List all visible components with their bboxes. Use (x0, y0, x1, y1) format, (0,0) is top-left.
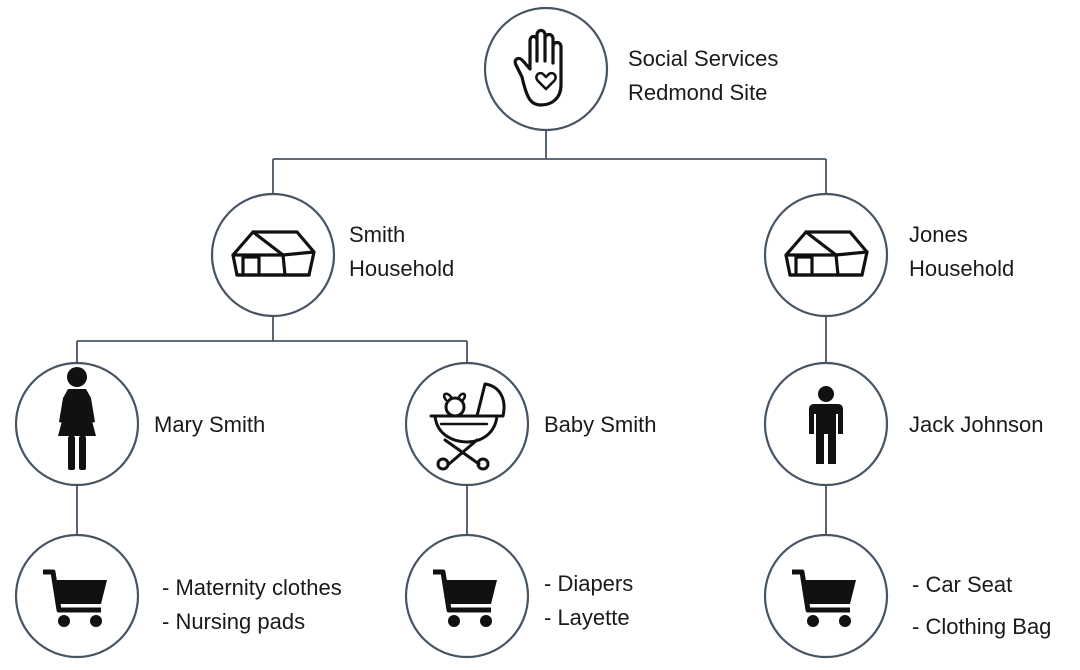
shopping-cart-icon (792, 569, 856, 627)
items-list-jack: - Car Seat - Clothing Bag (912, 564, 1051, 648)
household-label-jones-line-1: Jones (909, 222, 968, 247)
household-label-smith-line-2: Household (349, 256, 455, 281)
items-list-baby: - Diapers - Layette (544, 567, 633, 635)
list-item: - Maternity clothes (162, 575, 342, 600)
household-node-smith (210, 192, 336, 318)
member-node-jack (763, 361, 889, 487)
root-label-line-2: Redmond Site (628, 80, 768, 105)
list-item: - Diapers (544, 571, 634, 596)
man-icon (809, 386, 843, 464)
list-item: - Nursing pads (162, 609, 306, 634)
member-label-baby: Baby Smith (544, 412, 657, 437)
household-label-smith-line-1: Smith (349, 222, 406, 247)
household-label-jones-line-2: Household (909, 256, 1015, 281)
connectors (76, 131, 827, 534)
shopping-cart-icon (43, 569, 107, 627)
baby-stroller-icon (429, 382, 506, 471)
list-item: - Car Seat (912, 572, 1013, 597)
woman-icon (58, 367, 96, 470)
member-label-mary: Mary Smith (154, 412, 266, 437)
cart-node-mary (14, 533, 140, 659)
root-node (483, 6, 609, 132)
household-node-jones (763, 192, 889, 318)
cart-node-baby (404, 533, 530, 659)
list-item: - Layette (544, 605, 630, 630)
shopping-cart-icon (433, 569, 497, 627)
member-node-mary (14, 361, 140, 487)
house-icon (231, 230, 316, 277)
root-label-line-1: Social Services (628, 46, 779, 71)
household-label-smith: Smith Household (349, 218, 454, 286)
items-list-mary: - Maternity clothes - Nursing pads (162, 571, 342, 639)
member-label-jack: Jack Johnson (909, 412, 1044, 437)
root-label: Social Services Redmond Site (628, 42, 778, 110)
hand-heart-icon (513, 28, 563, 107)
house-icon (784, 230, 869, 277)
cart-node-jack (763, 533, 889, 659)
list-item: - Clothing Bag (912, 614, 1052, 639)
member-node-baby (404, 361, 530, 487)
household-label-jones: Jones Household (909, 218, 1014, 286)
